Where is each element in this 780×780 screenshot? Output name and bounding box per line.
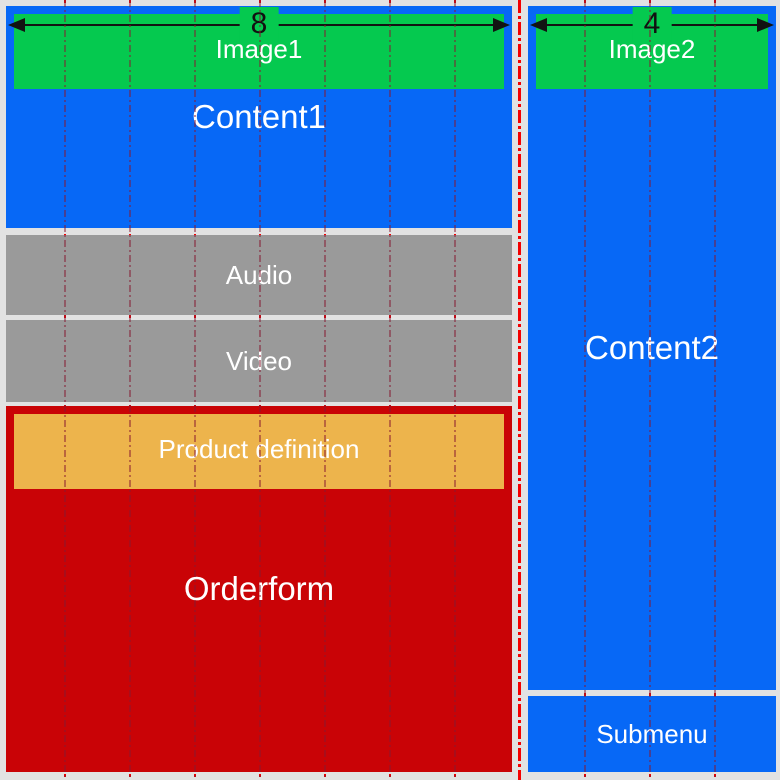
content2-label: Content2 — [585, 329, 719, 366]
block-image2: Image2 — [536, 14, 768, 89]
block-orderform: Orderform Product definition — [6, 406, 512, 772]
arrowhead-right-icon — [493, 18, 510, 32]
column-divider-gridline — [518, 0, 521, 780]
product-definition-label: Product definition — [158, 433, 360, 464]
width-measure-right: 4 — [530, 7, 774, 41]
block-content1: Content1 Image1 8 — [6, 6, 512, 228]
block-product-definition: Product definition — [14, 414, 504, 489]
block-video: Video — [6, 320, 512, 402]
right-span-value: 4 — [632, 7, 672, 41]
block-audio: Audio — [6, 235, 512, 315]
video-label: Video — [225, 346, 293, 376]
submenu-label: Submenu — [596, 719, 708, 749]
left-span-value: 8 — [239, 7, 279, 41]
block-content2: Content2 Image2 4 — [528, 6, 776, 690]
arrowhead-right-icon — [757, 18, 774, 32]
audio-label: Audio — [225, 260, 293, 290]
block-submenu: Submenu — [528, 696, 776, 772]
orderform-label: Orderform — [183, 570, 335, 607]
width-measure-left: 8 — [8, 7, 510, 41]
content1-label: Content1 — [192, 98, 326, 135]
